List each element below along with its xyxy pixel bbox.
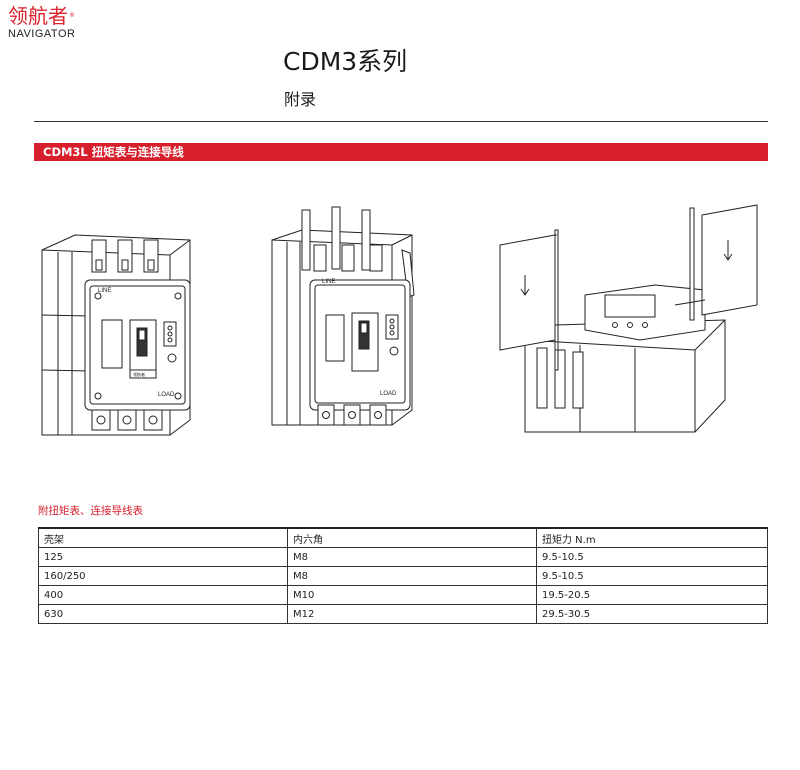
cell-hex: M10 <box>287 585 537 605</box>
breaker-front-illustration: LINE 领航者 LOAD <box>41 234 191 436</box>
load-label: LOAD <box>158 392 175 398</box>
header-divider <box>34 121 768 122</box>
wired-line-label: LINE <box>322 279 335 285</box>
cell-torque: 9.5-10.5 <box>536 566 768 586</box>
cell-frame: 400 <box>38 585 288 605</box>
torque-table: 壳架 内六角 扭矩力 N.m 125 M8 9.5-10.5 160/250 M… <box>38 527 768 624</box>
breaker-wired-illustration: LINE LOAD <box>271 206 415 426</box>
section-header-bar: CDM3L 扭矩表与连接导线 <box>34 143 768 161</box>
column-header-torque: 扭矩力 N.m <box>536 527 768 548</box>
cell-torque: 29.5-30.5 <box>536 604 768 624</box>
table-row: 125 M8 9.5-10.5 <box>38 547 768 567</box>
breaker-logo-text: 领航者 <box>133 371 145 377</box>
cell-frame: 630 <box>38 604 288 624</box>
cell-frame: 160/250 <box>38 566 288 586</box>
cell-hex: M8 <box>287 547 537 567</box>
cell-hex: M12 <box>287 604 537 624</box>
brand-logo: 领航者® NAVIGATOR <box>8 5 75 41</box>
brand-name-en: NAVIGATOR <box>8 28 76 40</box>
column-header-frame: 壳架 <box>38 527 288 548</box>
column-header-hex: 内六角 <box>287 527 537 548</box>
page-subtitle: 附录 <box>284 90 317 109</box>
section-title: CDM3L 扭矩表与连接导线 <box>43 145 184 159</box>
table-caption: 附扭矩表、连接导线表 <box>38 505 143 517</box>
table-header-row: 壳架 内六角 扭矩力 N.m <box>38 527 768 548</box>
cell-torque: 19.5-20.5 <box>536 585 768 605</box>
wired-load-label: LOAD <box>380 391 397 397</box>
cell-hex: M8 <box>287 566 537 586</box>
line-label: LINE <box>98 288 111 294</box>
cell-torque: 9.5-10.5 <box>536 547 768 567</box>
page-title: CDM3系列 <box>283 47 408 76</box>
table-row: 160/250 M8 9.5-10.5 <box>38 566 768 586</box>
brand-name-cn: 领航者® <box>8 4 75 28</box>
table-row: 630 M12 29.5-30.5 <box>38 604 768 624</box>
cell-frame: 125 <box>38 547 288 567</box>
table-row: 400 M10 19.5-20.5 <box>38 585 768 605</box>
breaker-barrier-illustration <box>499 204 758 433</box>
